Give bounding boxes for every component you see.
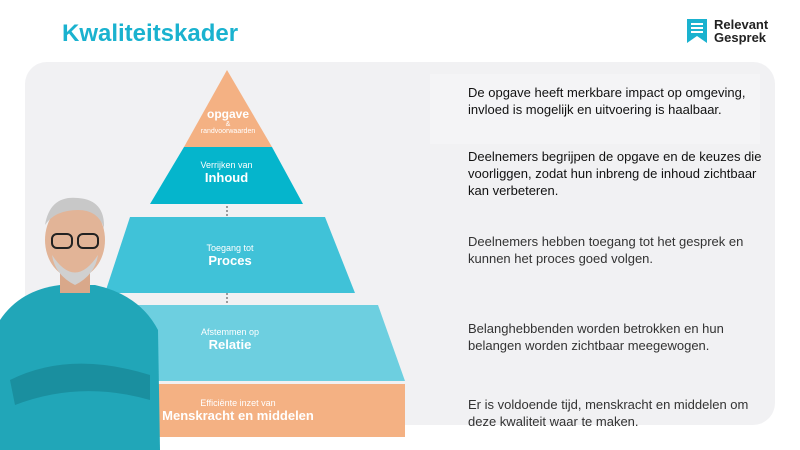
tier-inhoud — [150, 147, 303, 204]
logo-line1: Relevant — [714, 17, 769, 32]
tier-opgave-amp: & — [225, 121, 231, 128]
tier-middelen-title: Menskracht en middelen — [162, 408, 314, 423]
tier-opgave-label: opgave & randvoorwaarden — [184, 107, 272, 135]
person-image — [0, 197, 160, 450]
tier-proces — [105, 217, 355, 293]
description-proces: Deelnemers hebben toegang tot het gespre… — [468, 234, 744, 266]
tier-proces-title: Proces — [208, 253, 252, 268]
tier-middelen — [148, 384, 405, 437]
tier-opgave — [184, 70, 272, 147]
description-relatie: Belanghebbenden worden betrokken en hun … — [468, 321, 724, 353]
tier-middelen-sub: Efficiënte inzet van — [200, 398, 276, 408]
description-inhoud: Deelnemers begrijpen de opgave en de keu… — [468, 149, 762, 198]
description-middelen: Er is voldoende tijd, menskracht en midd… — [468, 397, 749, 429]
logo-icon — [687, 19, 707, 43]
page-title: Kwaliteitskader — [62, 20, 239, 47]
tier-proces-sub: Toegang tot — [206, 243, 254, 253]
tier-opgave-title: opgave — [206, 107, 249, 121]
tier-relatie-sub: Afstemmen op — [200, 327, 260, 337]
description-opgave: De opgave heeft merkbare impact op omgev… — [468, 85, 746, 117]
tier-inhoud-sub: Verrijken van — [200, 160, 253, 170]
logo-line2: Gesprek — [714, 30, 767, 45]
tier-inhoud-title: Inhoud — [204, 170, 249, 185]
tier-opgave-sub: randvoorwaarden — [200, 128, 256, 135]
tier-relatie-title: Relatie — [208, 337, 252, 352]
highlight-panel — [430, 74, 760, 144]
